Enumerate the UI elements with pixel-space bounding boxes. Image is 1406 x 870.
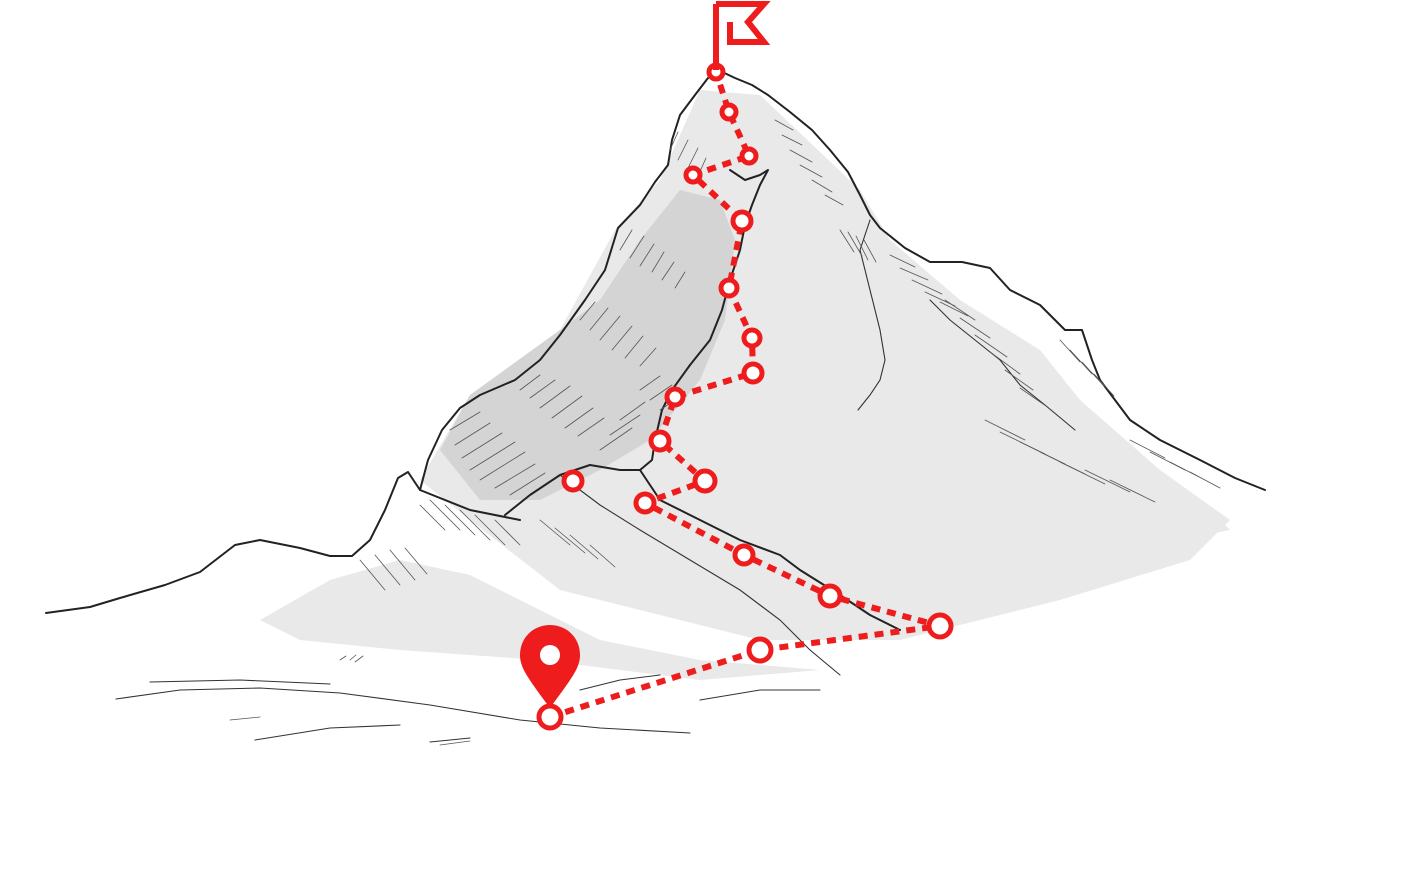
route-path (549, 71, 941, 720)
waypoint-circle-icon (536, 703, 564, 731)
waypoint-circle-icon (730, 209, 754, 233)
waypoint-circle-icon (633, 491, 657, 515)
mountain-outline (45, 69, 1266, 743)
map-pin-icon (520, 625, 580, 708)
waypoint-circle-icon (741, 361, 765, 385)
waypoint-circle-icon (561, 469, 585, 493)
waypoint-circle-icon (648, 429, 672, 453)
waypoint-circle-icon (739, 146, 759, 166)
waypoint-circle-icon (732, 543, 756, 567)
mountain-shading (260, 90, 1230, 680)
climbing-route (536, 62, 954, 731)
mountain-hatching (229, 119, 1221, 746)
waypoint-circle-icon (664, 386, 686, 408)
waypoint-circle-icon (741, 327, 763, 349)
waypoint-circle-icon (692, 468, 718, 494)
flag-icon (713, 1, 771, 70)
waypoint-circle-icon (926, 612, 954, 640)
waypoint-circle-icon (683, 165, 703, 185)
waypoint-circle-icon (746, 636, 774, 664)
waypoint-circle-icon (718, 277, 740, 299)
waypoint-circle-icon (817, 583, 843, 609)
waypoint-circle-icon (719, 102, 739, 122)
